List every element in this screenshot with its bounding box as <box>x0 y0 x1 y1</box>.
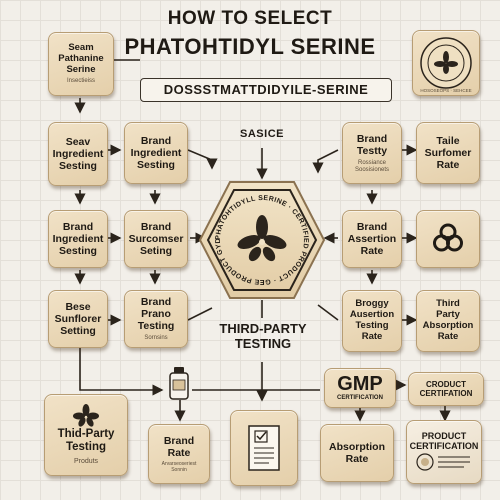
tile-title: Seav Ingredient Sesting <box>52 135 104 173</box>
certificate-lines-icon <box>416 453 470 471</box>
title-line-2: PHATOHTIDYL SERINE <box>124 34 376 59</box>
tile-title: Brand Surcomser Seting <box>128 220 184 258</box>
tile-title: Brand Testty <box>356 132 388 157</box>
gmp-certification-tile[interactable]: GMP CERTIFICATION <box>324 368 396 408</box>
absorption-rate-tile[interactable]: Absorption Rate <box>320 424 394 482</box>
tile-subtitle: Sornsins <box>144 335 168 342</box>
tile-title: Brand Rate <box>163 434 195 459</box>
brand-surcomser-tile[interactable]: Brand Surcomser Seting <box>124 210 188 268</box>
brand-ingredient-top-tile[interactable]: Brand Ingredient Sesting <box>124 122 188 184</box>
flower-icon <box>73 404 99 427</box>
brand-testty-tile[interactable]: Brand Testty Rossiance Soosisionets <box>342 122 402 184</box>
biohazard-icon <box>433 223 463 252</box>
tile-subtitle: Rossiance Soosisionets <box>354 159 390 173</box>
tile-title: Brand Prano Testing <box>137 295 175 333</box>
tile-subtitle: Produts <box>73 457 99 465</box>
tile-title: Thid-Party Testing <box>57 428 115 454</box>
seal-icon <box>420 37 472 89</box>
taile-surfomer-tile[interactable]: Taile Surfomer Rate <box>416 122 480 184</box>
seam-pathanine-serine-tile[interactable]: Seam Pathanine Serine Insectieiss <box>48 32 114 96</box>
brand-ingredient-mid-tile[interactable]: Brand Ingredient Sesting <box>48 210 108 268</box>
banner-label: DOSSSTMATTDIDYILE-SERINE <box>140 78 392 102</box>
tile-title: Seam Pathanine Serine <box>58 41 104 75</box>
third-party-products-tile[interactable]: Thid-Party Testing Produts <box>44 394 128 476</box>
gmp-subtitle: CERTIFICATION <box>337 395 383 402</box>
tile-title: Brand Assertion Rate <box>347 220 397 258</box>
product-certification-document-tile[interactable]: PRODUCT CERTIFICATION <box>406 420 482 484</box>
bese-sunflorer-tile[interactable]: Bese Sunflorer Setting <box>48 290 108 348</box>
tile-title: Taile Surfomer Rate <box>424 134 472 172</box>
center-hexagon-badge: PHATOHTIDYLL SERINE · CERTIFIED PRODUCT … <box>198 181 326 299</box>
flower-icon <box>237 215 287 262</box>
third-party-testing-label: THIRD-PARTY TESTING <box>219 321 307 351</box>
brand-assertion-tile[interactable]: Brand Assertion Rate <box>342 210 402 268</box>
title-line-1: HOW TO SELECT <box>167 8 333 29</box>
sasice-label: SASICE <box>240 128 284 140</box>
document-icon <box>248 425 280 471</box>
supplement-bottle-icon <box>169 367 189 400</box>
seal-text: HOSOSEOPS · SEHCEE <box>420 87 472 93</box>
gmp-title: GMP <box>337 373 383 396</box>
tile-subtitle: Arvarseoseriest Sonnin <box>161 460 197 473</box>
seal-badge-tile[interactable]: HOSOSEOPS · SEHCEE <box>412 30 480 96</box>
tile-title: Bese Sunflorer Setting <box>54 300 102 338</box>
tile-title: Brand Ingredient Sesting <box>52 220 104 258</box>
tile-title: CRODUCT CERTIFATION <box>419 379 473 398</box>
brand-prano-tile[interactable]: Brand Prano Testing Sornsins <box>124 290 188 348</box>
document-tile[interactable] <box>230 410 298 486</box>
third-party-absorption-tile[interactable]: Third Party Absorption Rate <box>416 290 480 352</box>
tile-title: PRODUCT CERTIFICATION <box>409 430 479 451</box>
tile-subtitle: Insectieiss <box>66 78 95 85</box>
brand-rate-tile[interactable]: Brand Rate Arvarseoseriest Sonnin <box>148 424 210 484</box>
biohazard-tile[interactable] <box>416 210 480 268</box>
tile-title: Absorption Rate <box>329 440 385 465</box>
tile-title: Brand Ingredient Sesting <box>130 134 182 172</box>
broggy-ausertion-tile[interactable]: Broggy Ausertion Testing Rate <box>342 290 402 352</box>
tile-title: Third Party Absorption Rate <box>422 298 474 342</box>
product-certification-tile[interactable]: CRODUCT CERTIFATION <box>408 372 484 406</box>
tile-title: Broggy Ausertion Testing Rate <box>349 298 395 342</box>
seav-ingredient-tile[interactable]: Seav Ingredient Sesting <box>48 122 108 186</box>
